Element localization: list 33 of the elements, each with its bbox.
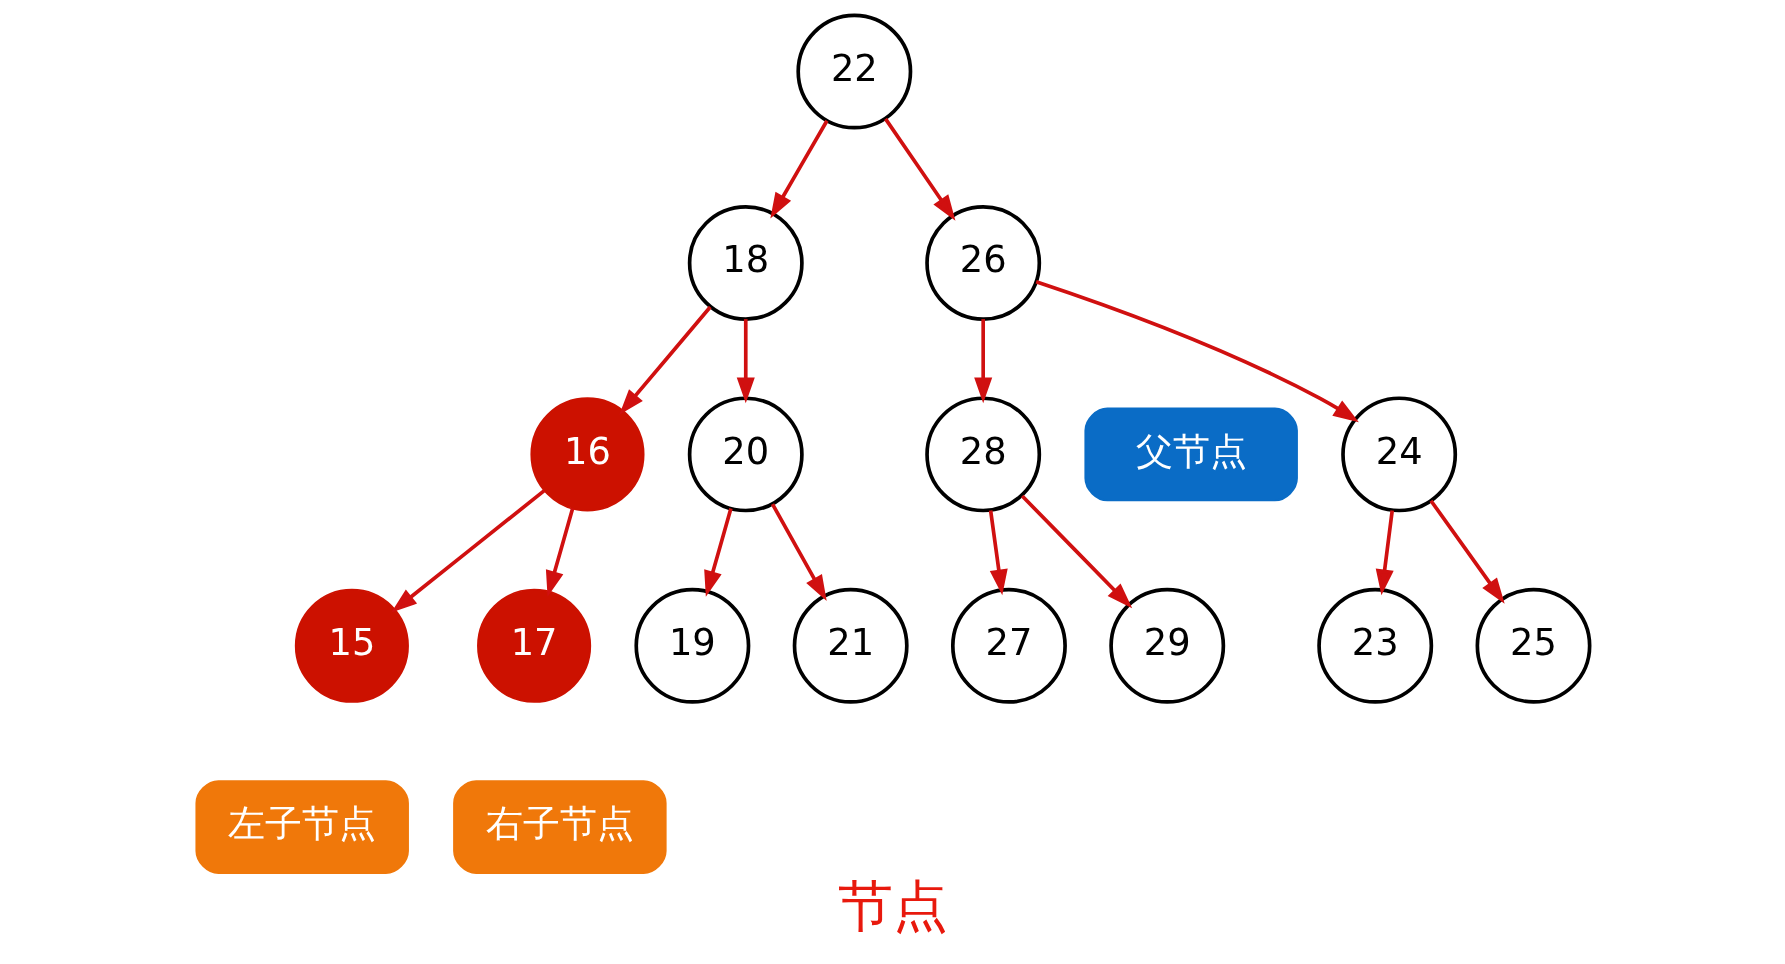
node-circle: 22 <box>795 13 912 130</box>
node-circle: 16 <box>529 397 645 512</box>
node-circle: 15 <box>294 588 409 703</box>
arrow <box>1020 494 1132 609</box>
node-circle: 18 <box>687 205 804 321</box>
node-circle: 25 <box>1475 587 1591 704</box>
arrow <box>769 119 829 219</box>
arrow <box>1035 279 1359 423</box>
node-circle: 29 <box>1108 587 1225 704</box>
arrow <box>883 117 955 221</box>
node-box: 左子节点 <box>194 780 409 875</box>
arrow <box>973 319 992 404</box>
node-box: 右子节点 <box>452 780 667 875</box>
node-circle: 26 <box>924 205 1041 321</box>
arrow <box>988 510 1008 596</box>
arrow <box>545 508 574 597</box>
node-circle: 27 <box>950 587 1067 704</box>
node-circle: 28 <box>924 396 1041 513</box>
node-circle: 21 <box>792 587 909 704</box>
node-circle: 20 <box>687 396 804 513</box>
caption: 节点 <box>837 875 948 937</box>
arrow <box>390 489 545 613</box>
arrow <box>1375 510 1394 596</box>
node-box: 父节点 <box>1083 407 1298 502</box>
arrow <box>770 503 827 602</box>
node-circle: 19 <box>633 587 750 704</box>
node-circle: 24 <box>1340 396 1457 513</box>
arrow <box>703 508 733 597</box>
node-circle: 17 <box>476 588 591 703</box>
node-circle: 23 <box>1316 587 1433 704</box>
arrow <box>736 319 755 404</box>
arrow <box>1429 499 1505 604</box>
arrow <box>618 305 712 415</box>
